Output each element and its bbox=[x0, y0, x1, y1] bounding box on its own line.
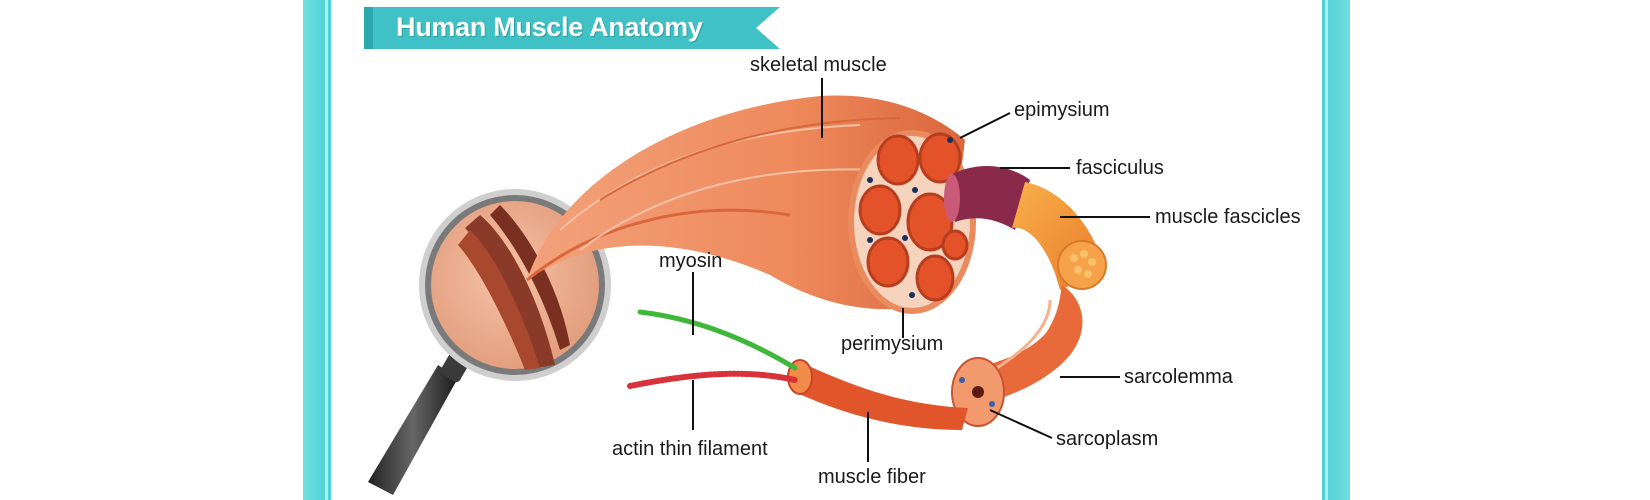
right-frame-border bbox=[1322, 0, 1350, 500]
muscle-fascicles-shape bbox=[1012, 182, 1107, 290]
muscle-fiber-shape bbox=[787, 359, 968, 430]
label-myosin: myosin bbox=[659, 250, 723, 272]
label-skeletal-muscle: skeletal muscle bbox=[750, 54, 887, 76]
label-muscle-fascicles: muscle fascicles bbox=[1155, 206, 1301, 228]
label-actin-thin-filament: actin thin filament bbox=[612, 438, 768, 460]
label-muscle-fiber: muscle fiber bbox=[818, 466, 926, 488]
left-frame-border bbox=[303, 0, 331, 500]
page-title: Human Muscle Anatomy bbox=[396, 12, 703, 42]
label-sarcoplasm: sarcoplasm bbox=[1056, 428, 1159, 450]
label-epimysium: epimysium bbox=[1014, 99, 1110, 121]
myosin-filament bbox=[637, 309, 798, 371]
muscle-cross-section bbox=[848, 130, 976, 314]
label-sarcolemma: sarcolemma bbox=[1124, 366, 1233, 388]
label-perimysium: perimysium bbox=[841, 333, 944, 355]
label-fasciculus: fasciculus bbox=[1076, 157, 1164, 179]
fasciculus-shape bbox=[944, 165, 1030, 230]
title-banner bbox=[364, 7, 780, 49]
actin-filament bbox=[627, 370, 798, 389]
